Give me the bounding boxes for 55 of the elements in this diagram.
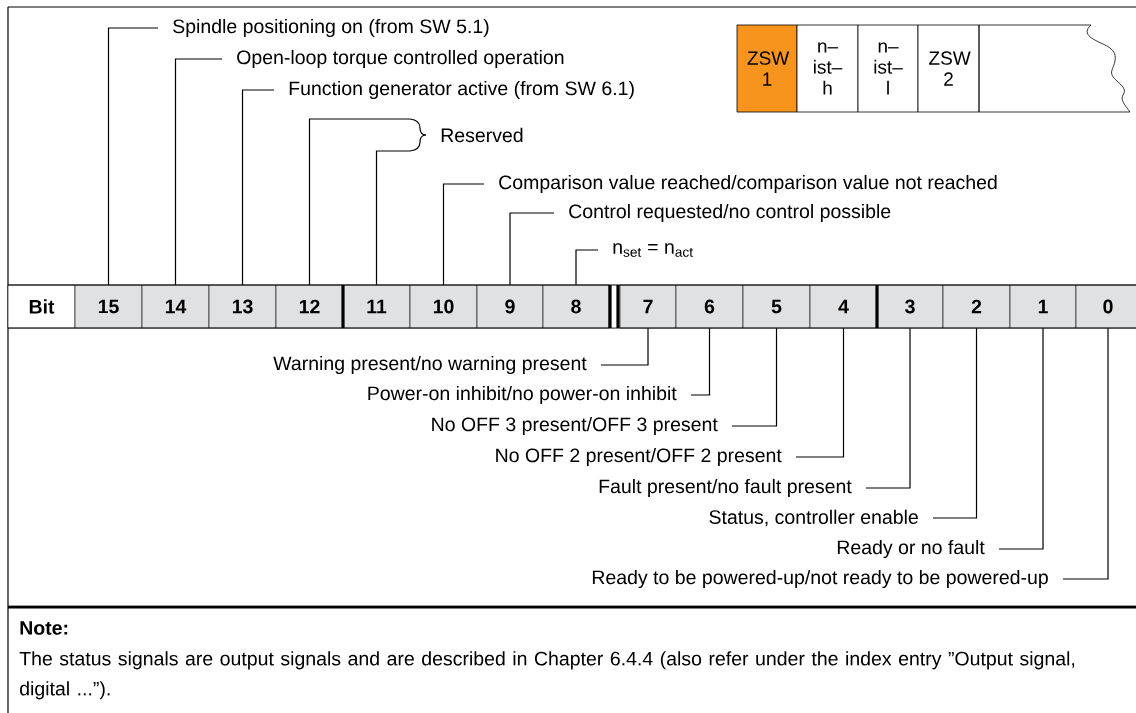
leader-line: [795, 327, 845, 458]
bit-description: Warning present/no warning present: [273, 355, 587, 375]
bit-cell: Bit: [7, 284, 76, 329]
telegram-cell: n– ist– l: [857, 24, 919, 113]
bit-description: Reserved: [441, 127, 523, 143]
leader-line: [575, 249, 599, 286]
bit-cell: 3: [876, 284, 944, 329]
leader-line: [865, 327, 911, 489]
bit-description: n$_{set}$ = n$_{act}$: [613, 243, 693, 257]
leader-line: [1062, 327, 1109, 580]
torn-telegram-cell: [978, 24, 1131, 113]
leader-line: [600, 327, 649, 366]
bit-description: Ready to be powered-up/not ready to be powered-up: [592, 569, 1048, 589]
bit-description: No OFF 3 present/OFF 3 present: [432, 416, 718, 436]
leader-line: [509, 212, 555, 286]
leader-line: [442, 183, 485, 286]
bit-cell: 6: [675, 284, 744, 329]
bit-cell: 10: [409, 284, 478, 329]
leader-line: [241, 89, 275, 286]
bit-description: Spindle positioning on (from SW 5.1): [173, 18, 489, 38]
leader-line: [690, 327, 711, 396]
note-heading: Note:: [20, 621, 68, 635]
bit-description: No OFF 2 present/OFF 2 present: [496, 447, 782, 467]
bit-cell: 7: [619, 284, 677, 329]
bit-cell: 12: [275, 284, 344, 329]
leader-line: [375, 134, 427, 286]
bit-description: Power-on inhibit/no power-on inhibit: [368, 385, 677, 405]
leader-line: [731, 327, 778, 427]
leader-line: [308, 118, 427, 286]
telegram-cell: n– ist– h: [796, 24, 859, 113]
leader-line: [932, 327, 978, 519]
bit-cell: 9: [476, 284, 544, 329]
leader-line: [174, 58, 223, 286]
bit-cell: 14: [141, 284, 210, 329]
bit-description: Ready or no fault: [837, 539, 985, 559]
bit-cell: 2: [942, 284, 1011, 329]
bit-cell: 15: [74, 284, 143, 329]
bit-cell: 13: [208, 284, 277, 329]
bit-cell: 5: [742, 284, 811, 329]
bit-description: Comparison value reached/comparison value not reached: [499, 174, 997, 194]
telegram-cell: ZSW 2: [917, 24, 980, 113]
bit-cell: 8: [542, 284, 610, 329]
bit-description: Function generator active (from SW 6.1): [289, 80, 634, 100]
bit-description: Control requested/no control possible: [569, 203, 891, 223]
leader-line: [998, 327, 1044, 550]
bit-description: Status, controller enable: [709, 509, 918, 527]
bit-cell: 4: [809, 284, 878, 329]
bit-cell: 1: [1009, 284, 1077, 329]
bit-description: Open-loop torque controlled operation: [237, 49, 564, 69]
telegram-cell: ZSW 1: [736, 24, 798, 113]
bit-cell: 11: [342, 284, 411, 329]
bit-cell: 0: [1075, 284, 1136, 329]
bit-description: Fault present/no fault present: [599, 478, 852, 498]
leader-line: [107, 27, 159, 286]
note-text: The status signals are output signals and are described in Chapter 6.4.4 (also refer under the index entry ”Output signal, digital ...”).: [19, 651, 1075, 700]
